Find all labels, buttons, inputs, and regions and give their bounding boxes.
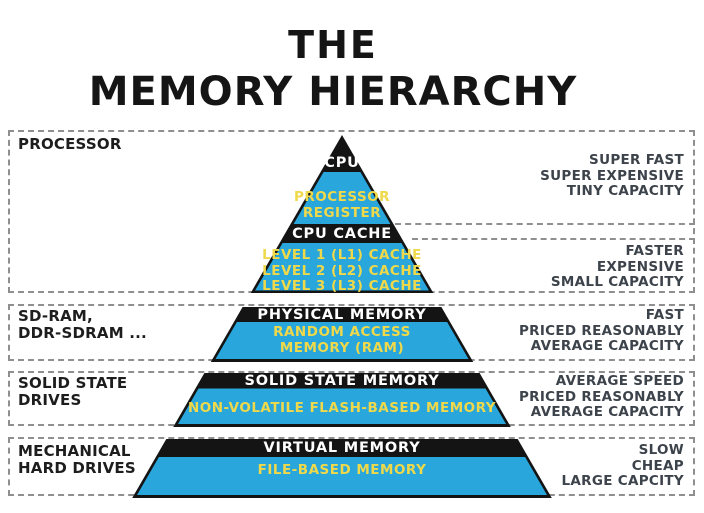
right-label-r5-line3: LARGE CAPCITY (561, 473, 684, 489)
left-label-mechanical-drives: MECHANICAL HARD DRIVES (18, 443, 136, 476)
ram-line1: RANDOM ACCESS (273, 324, 411, 340)
left-label-mech-line1: MECHANICAL (18, 442, 131, 460)
physical-memory-band-label: PHYSICAL MEMORY (257, 307, 427, 323)
pyramid-flash-section (178, 388, 506, 424)
processor-register-line1: PROCESSOR (293, 189, 391, 205)
left-label-processor: PROCESSOR (18, 136, 122, 153)
left-label-processor-line1: PROCESSOR (18, 135, 122, 153)
right-label-slow: SLOW CHEAP LARGE CAPCITY (561, 442, 684, 490)
right-divider-super-fast (395, 130, 695, 225)
cpu-band-label: CPU (324, 155, 360, 171)
right-label-faster: FASTER EXPENSIVE SMALL CAPACITY (550, 243, 684, 291)
right-label-r2-line3: SMALL CAPACITY (550, 274, 684, 290)
right-divider-faster (412, 238, 695, 240)
title-line-2: MEMORY HIERARCHY (88, 69, 578, 115)
pyramid-ram-section (215, 322, 469, 359)
solid-state-memory-band-label: SOLID STATE MEMORY (244, 373, 440, 389)
file-based-memory-label: FILE-BASED MEMORY (257, 462, 427, 478)
left-label-ssd-line1: SOLID STATE (18, 374, 128, 392)
ram-line2: MEMORY (RAM) (279, 340, 405, 356)
right-label-super-fast: SUPER FAST SUPER EXPENSIVE TINY CAPACITY (540, 152, 684, 200)
left-label-ssd-line2: DRIVES (18, 390, 82, 409)
right-label-r1-line3: TINY CAPACITY (566, 183, 684, 199)
pyramid-cache-section (255, 243, 429, 291)
left-label-solid-state-drives: SOLID STATE DRIVES (18, 375, 127, 408)
processor-register-label: PROCESSOR REGISTER (142, 189, 542, 221)
right-label-r3-line1: FAST (645, 307, 684, 323)
right-label-r5-line1: SLOW (638, 442, 684, 458)
left-label-sdram-line2: DDR-SDRAM ... (18, 323, 147, 342)
cache-level2-line: LEVEL 2 (L2) CACHE (262, 262, 422, 279)
pyramid-file-section (137, 457, 547, 495)
right-label-r2-line1: FASTER (625, 243, 684, 259)
right-label-r4-line1: AVERAGE SPEED (555, 373, 684, 389)
right-label-r4-line3: AVERAGE CAPACITY (530, 404, 684, 420)
cpu-cache-band-label: CPU CACHE (292, 226, 392, 242)
left-label-sdram: SD-RAM, DDR-SDRAM ... (18, 308, 147, 341)
right-label-r4-line2: PRICED REASONABLY (518, 388, 684, 405)
cache-level1-line: LEVEL 1 (L1) CACHE (262, 247, 422, 263)
page-title: THE MEMORY HIERARCHY (0, 22, 685, 116)
right-label-r1-line1: SUPER FAST (589, 152, 684, 168)
right-label-r5-line2: CHEAP (631, 457, 684, 474)
title-line-1: THE (288, 23, 378, 67)
left-label-sdram-line1: SD-RAM, (18, 307, 93, 325)
right-label-r1-line2: SUPER EXPENSIVE (540, 167, 684, 184)
right-label-average-speed: AVERAGE SPEED PRICED REASONABLY AVERAGE … (518, 373, 684, 421)
right-label-r2-line2: EXPENSIVE (596, 258, 684, 275)
right-label-r3-line2: PRICED REASONABLY (518, 322, 684, 339)
cache-level3-line: LEVEL 3 (L3) CACHE (262, 278, 422, 294)
cache-levels-label: LEVEL 1 (L1) CACHE LEVEL 2 (L2) CACHE LE… (142, 247, 542, 295)
processor-register-line2: REGISTER (302, 205, 382, 221)
right-label-r3-line3: AVERAGE CAPACITY (530, 338, 684, 354)
virtual-memory-band-label: VIRTUAL MEMORY (263, 440, 421, 456)
left-label-mech-line2: HARD DRIVES (18, 458, 136, 477)
pyramid-register-section (293, 172, 391, 224)
ram-label: RANDOM ACCESS MEMORY (RAM) (142, 324, 542, 356)
right-label-fast: FAST PRICED REASONABLY AVERAGE CAPACITY (518, 307, 684, 355)
flash-memory-label: NON-VOLATILE FLASH-BASED MEMORY (187, 400, 497, 416)
